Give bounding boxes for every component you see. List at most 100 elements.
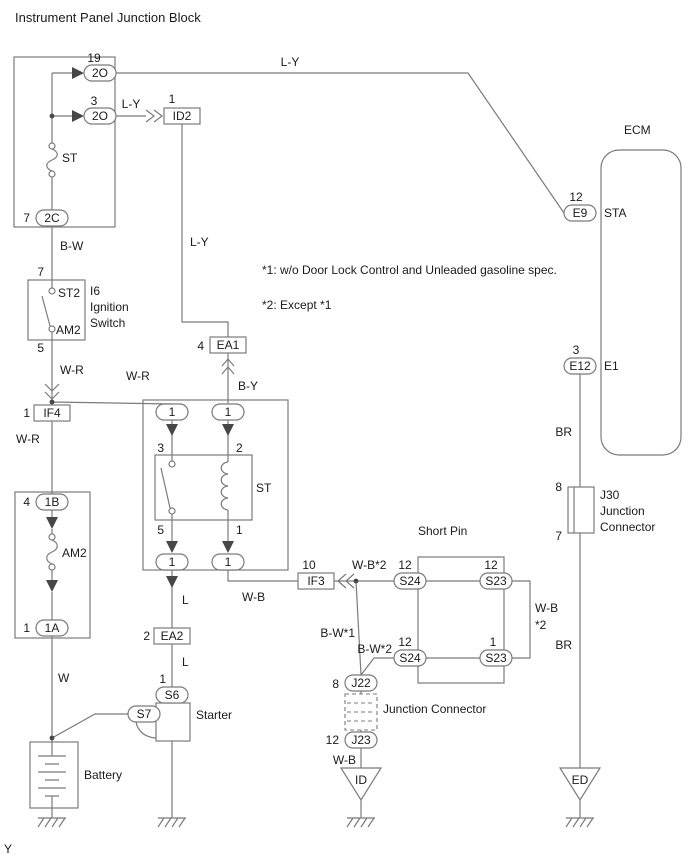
terminal-st2: ST2 bbox=[58, 286, 80, 300]
wiring-paths bbox=[51, 72, 581, 818]
wire-label-br-1: BR bbox=[555, 425, 572, 439]
pin-if3: 10 bbox=[302, 558, 316, 572]
ignition-name-2: Ignition bbox=[90, 300, 129, 314]
label-s7: S7 bbox=[137, 707, 152, 721]
terminal-e1: E1 bbox=[604, 359, 619, 373]
wire-label-wr-1: W-R bbox=[60, 363, 84, 377]
fuse-am2-symbol bbox=[46, 533, 58, 571]
label-s6: S6 bbox=[165, 688, 180, 702]
pin-j30-top: 8 bbox=[555, 480, 562, 494]
wire-label-ly-mid: L-Y bbox=[190, 235, 209, 249]
connector-2c bbox=[35, 209, 69, 227]
starter-label: Starter bbox=[196, 708, 232, 722]
connector-s24-bottom bbox=[393, 649, 427, 667]
connector-2o-3 bbox=[83, 107, 117, 125]
pin-s6: 1 bbox=[159, 672, 166, 686]
connector-2o-19 bbox=[83, 64, 117, 82]
note-1: *1: w/o Door Lock Control and Unleaded g… bbox=[262, 263, 557, 277]
label-s23-top: S23 bbox=[485, 574, 507, 588]
relay-pin-5: 5 bbox=[157, 523, 164, 537]
label-2o-bottom: 2O bbox=[92, 109, 108, 123]
ground-symbol-ed bbox=[565, 817, 594, 828]
wire-label-wb2: W-B*2 bbox=[352, 558, 387, 572]
ignition-switch-box bbox=[27, 279, 86, 341]
relay-conn-bottom-right bbox=[211, 553, 245, 571]
relay-name: ST bbox=[256, 481, 272, 495]
label-if4: IF4 bbox=[43, 406, 61, 420]
pin-ea1: 4 bbox=[197, 339, 204, 353]
pin-2o-bottom: 3 bbox=[91, 94, 98, 108]
pin-j23: 12 bbox=[326, 733, 340, 747]
battery-label: Battery bbox=[84, 768, 122, 782]
terminal-sta: STA bbox=[604, 206, 626, 220]
label-if3: IF3 bbox=[307, 574, 325, 588]
ground-symbol-starter bbox=[157, 817, 186, 828]
connector-s7 bbox=[127, 705, 161, 723]
pin-s24-top: 12 bbox=[398, 558, 412, 572]
relay-conn-bottom-left bbox=[155, 553, 189, 571]
j30-name-3: Connector bbox=[600, 520, 655, 534]
label-2c: 2C bbox=[44, 211, 60, 225]
ignition-switch-symbol bbox=[41, 287, 56, 333]
fuse-am2-label: AM2 bbox=[62, 546, 87, 560]
st-relay-box bbox=[142, 399, 289, 571]
battery-plates bbox=[38, 755, 66, 797]
connector-j22 bbox=[344, 674, 378, 692]
label-ea2: EA2 bbox=[161, 629, 184, 643]
ea1-box bbox=[209, 336, 247, 354]
id2-box bbox=[163, 107, 201, 125]
if4-box bbox=[33, 404, 71, 422]
short-pin-title: Short Pin bbox=[418, 524, 467, 538]
connector-s23-top bbox=[479, 572, 513, 590]
pin-1b: 4 bbox=[23, 495, 30, 509]
connector-s23-bottom bbox=[479, 649, 513, 667]
junction-dot bbox=[49, 735, 55, 741]
pin-ea2: 2 bbox=[143, 629, 150, 643]
ground-id-label: ID bbox=[355, 773, 367, 787]
label-s24-top: S24 bbox=[399, 574, 421, 588]
arrow-above-1a bbox=[46, 580, 58, 592]
connector-s6 bbox=[155, 686, 189, 704]
relay-conn-top-left bbox=[155, 403, 189, 421]
wire-label-wb-right-2: *2 bbox=[535, 618, 547, 632]
relay-pin-3: 3 bbox=[157, 441, 164, 455]
pin-2c: 7 bbox=[23, 211, 30, 225]
pin-ign-bottom: 5 bbox=[37, 341, 44, 355]
wire-label-w: W bbox=[58, 671, 70, 685]
label-s23-bottom: S23 bbox=[485, 651, 507, 665]
ground-symbol-id bbox=[346, 817, 375, 828]
connector-s24-top bbox=[393, 572, 427, 590]
pin-2o-top: 19 bbox=[87, 51, 101, 65]
junction-dot bbox=[353, 578, 359, 584]
relay-conn-br-label: 1 bbox=[225, 555, 232, 569]
j30-box bbox=[567, 486, 595, 534]
wire-label-wr-2: W-R bbox=[126, 369, 150, 383]
j30-name-2: Junction bbox=[600, 504, 645, 518]
arrow-relay-bottom-left bbox=[166, 541, 178, 553]
pin-ign-top: 7 bbox=[37, 265, 44, 279]
pin-s24-bottom: 12 bbox=[398, 635, 412, 649]
pin-e9: 12 bbox=[569, 190, 583, 204]
connector-1a bbox=[35, 619, 69, 637]
pin-s23-bottom: 1 bbox=[490, 635, 497, 649]
junction-dot bbox=[49, 399, 55, 405]
ignition-name-3: Switch bbox=[90, 316, 125, 330]
fuse-st-label: ST bbox=[62, 151, 78, 165]
wire-label-ly-top: L-Y bbox=[281, 55, 300, 69]
wire-label-wb-1: W-B bbox=[242, 590, 265, 604]
page-mark: Y bbox=[4, 842, 12, 855]
pin-j22: 8 bbox=[332, 677, 339, 691]
fuse-st-symbol bbox=[46, 142, 58, 178]
ignition-name-1: I6 bbox=[90, 284, 100, 298]
pin-j30-bottom: 7 bbox=[555, 529, 562, 543]
ground-symbol-battery bbox=[37, 817, 66, 828]
pin-1a: 1 bbox=[23, 621, 30, 635]
arrow-relay-bottom-right bbox=[222, 541, 234, 553]
battery-box bbox=[29, 741, 79, 809]
pin-e12: 3 bbox=[573, 343, 580, 357]
relay-conn-top-right bbox=[211, 403, 245, 421]
wire-label-bw1: B-W*1 bbox=[320, 626, 355, 640]
junction-connector-name: Junction Connector bbox=[383, 702, 486, 716]
wire-label-l-1: L bbox=[182, 593, 189, 607]
